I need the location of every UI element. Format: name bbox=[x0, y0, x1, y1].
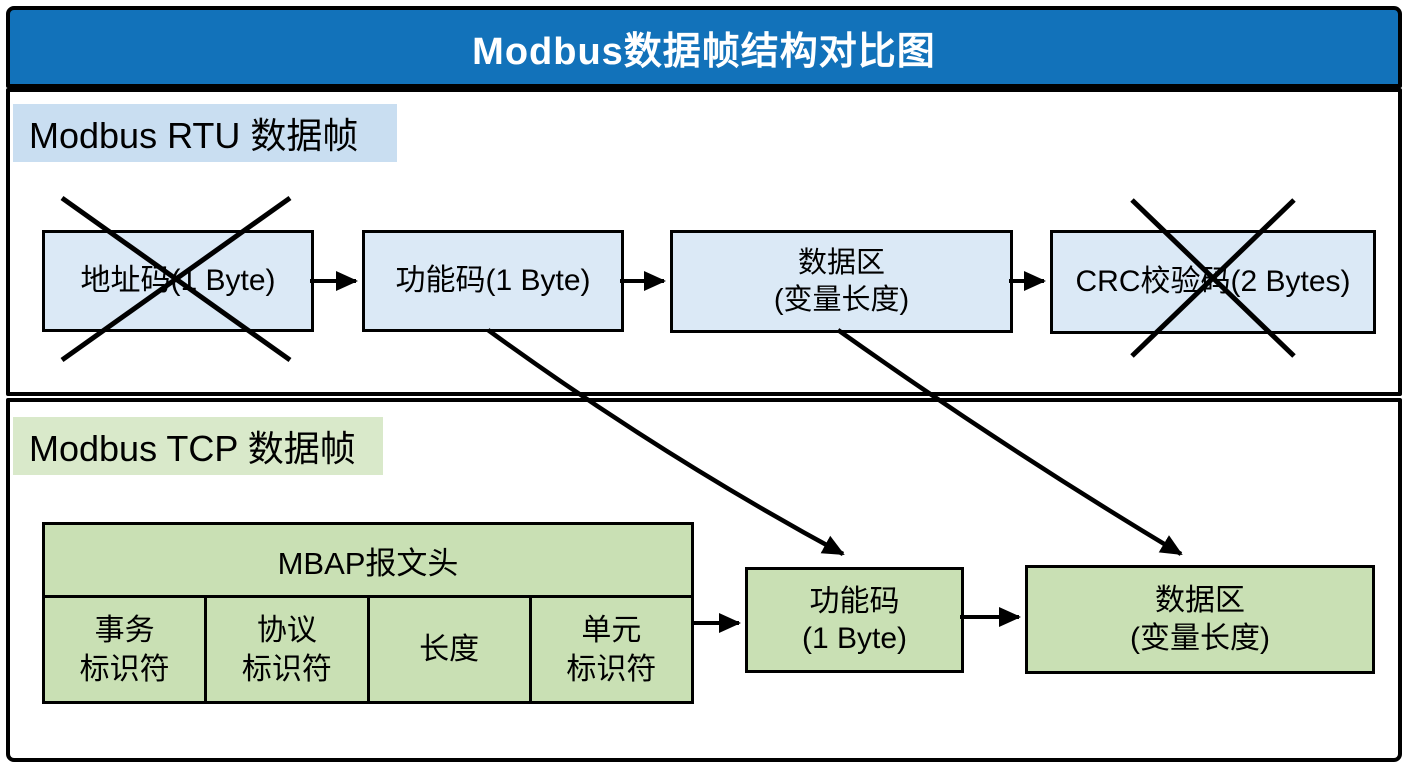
mbap-cell-length-line1: 长度 bbox=[419, 633, 480, 666]
tcp-box-function-code: 功能码 (1 Byte) bbox=[745, 567, 964, 673]
mbap-cell-length: 长度 bbox=[370, 598, 532, 701]
tcp-box-data-area-line1: 数据区 bbox=[1155, 584, 1245, 617]
mbap-table: MBAP报文头 事务 标识符 协议 标识符 长度 单元 标识符 bbox=[42, 522, 694, 704]
rtu-box-data-area-line2: (变量长度) bbox=[773, 283, 910, 316]
mbap-header-row: MBAP报文头 bbox=[45, 525, 691, 598]
mbap-cell-protocol-id-line2: 标识符 bbox=[241, 652, 332, 686]
rtu-section-label: Modbus RTU 数据帧 bbox=[13, 104, 397, 162]
rtu-box-data-area: 数据区 (变量长度) bbox=[670, 230, 1013, 333]
mbap-cell-protocol-id-line1: 协议 bbox=[256, 613, 317, 647]
mbap-cell-unit-id-line1: 单元 bbox=[581, 613, 642, 647]
tcp-section-label: Modbus TCP 数据帧 bbox=[13, 417, 383, 475]
rtu-box-address-code-label: 地址码(1 Byte) bbox=[80, 264, 276, 298]
rtu-box-data-area-line1: 数据区 bbox=[797, 247, 885, 280]
page-title: Modbus数据帧结构对比图 bbox=[472, 30, 936, 73]
rtu-box-function-code: 功能码(1 Byte) bbox=[362, 230, 624, 332]
mbap-cell-transaction-id: 事务 标识符 bbox=[45, 598, 208, 701]
rtu-box-address-code: 地址码(1 Byte) bbox=[42, 230, 314, 332]
mbap-cell-row: 事务 标识符 协议 标识符 长度 单元 标识符 bbox=[45, 598, 691, 701]
tcp-box-data-area-line2: (变量长度) bbox=[1130, 621, 1270, 655]
mbap-cell-unit-id-line2: 标识符 bbox=[566, 652, 657, 686]
rtu-box-crc-check: CRC校验码(2 Bytes) bbox=[1050, 230, 1376, 334]
rtu-box-crc-check-label: CRC校验码(2 Bytes) bbox=[1075, 265, 1351, 299]
title-bar: Modbus数据帧结构对比图 bbox=[6, 6, 1402, 88]
mbap-cell-transaction-id-line2: 标识符 bbox=[79, 652, 170, 686]
tcp-box-function-code-line1: 功能码 bbox=[809, 584, 900, 618]
tcp-box-data-area: 数据区 (变量长度) bbox=[1025, 565, 1375, 674]
mbap-header-label: MBAP报文头 bbox=[277, 545, 459, 581]
mbap-cell-protocol-id: 协议 标识符 bbox=[207, 598, 370, 701]
mbap-cell-transaction-id-line1: 事务 bbox=[94, 613, 155, 647]
rtu-box-function-code-label: 功能码(1 Byte) bbox=[395, 264, 591, 298]
tcp-box-function-code-line2: (1 Byte) bbox=[801, 622, 908, 655]
mbap-cell-unit-id: 单元 标识符 bbox=[532, 598, 691, 701]
